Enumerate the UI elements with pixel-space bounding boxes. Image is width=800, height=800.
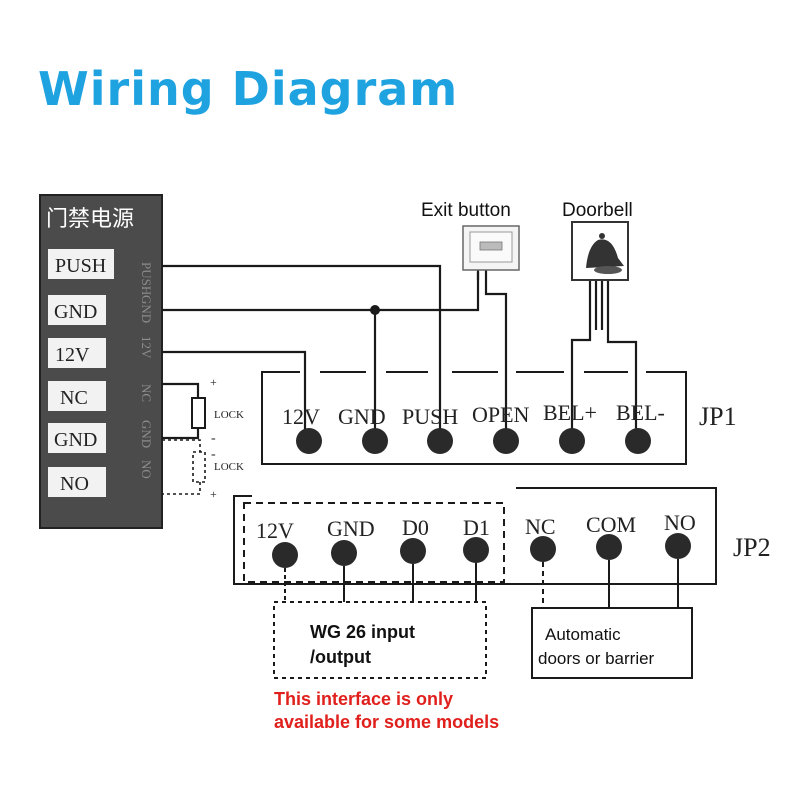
jp2-screw-gnd [331,540,357,566]
lock-minus-bottom: - [211,447,216,462]
wire-exit-open [484,268,508,436]
lock-minus-top: - [211,431,216,446]
ps-terminal-12v: 12V [55,344,90,366]
jp2-terminal-com: COM [586,512,636,537]
jp1-screw-open [493,428,519,454]
relay-leads [542,559,679,608]
exit-button-device: Exit button [421,200,520,271]
lock-plus-top: + [210,375,217,389]
ps-side-label-gnd-2: GND [139,420,154,448]
jp2-screw-12v [272,542,298,568]
power-supply-header: 门禁电源 [46,207,134,232]
jp2-terminal-d1: D1 [463,515,490,540]
wire-junction [370,305,380,315]
page-title: Wiring Diagram [38,62,459,116]
note-line1: This interface is only [274,689,453,709]
doorbell-device: Doorbell [562,200,633,281]
exit-button-label: Exit button [421,200,511,221]
ps-side-label-12v: 12V [139,336,154,359]
jp1-screw-bel-plus [559,428,585,454]
ps-side-label-nc: NC [139,384,154,402]
jp2-terminal-no: NO [664,510,696,535]
ps-side-label-gnd: GND [139,295,154,323]
jp1-terminal-open: OPEN [472,402,530,427]
ps-terminal-gnd-2: GND [54,429,97,451]
jp2-screw-d1 [463,537,489,563]
lock-2-icon [192,451,206,483]
jp2-screw-com [596,534,622,560]
ps-side-label-no: NO [139,460,154,479]
jp1-label: JP1 [699,402,737,431]
ps-terminal-nc: NC [60,387,88,409]
ps-terminal-gnd: GND [54,301,97,323]
ps-terminal-push: PUSH [55,255,106,277]
jp1-terminal-bel-minus: BEL- [616,400,665,425]
jp2-terminal-12v: 12V [256,518,294,543]
lock-label-1: LOCK [214,409,244,421]
jp2-screw-no [665,533,691,559]
wiegand-leads [284,563,477,602]
wire-push [162,264,442,436]
jp2-screw-nc [530,536,556,562]
jp2-terminal-d0: D0 [402,515,429,540]
power-supply-panel: 门禁电源 PUSH GND 12V NC GND NO PUSH GND 12V… [39,194,163,529]
lock-plus-bottom: + [210,487,217,501]
wire-exit-button-b [375,272,480,312]
note-line2: available for some models [274,712,499,732]
jp2-screw-d0 [400,538,426,564]
auto-doors-box [531,607,693,679]
jp1-block: 12V GND PUSH OPEN BEL+ BEL- JP1 [261,371,737,465]
wire-lock-top [162,382,200,398]
auto-doors-line1: Automatic [545,625,621,644]
jp1-screw-12v [296,428,322,454]
lock-1-icon [191,397,206,429]
jp2-block: 12V GND D0 D1 NC COM NO JP2 [233,487,771,585]
jp1-screw-gnd [362,428,388,454]
wiegand-box-line1: WG 26 input [310,622,415,642]
jp1-screw-bel-minus [625,428,651,454]
ps-terminal-no: NO [60,473,89,495]
ps-side-label-push: PUSH [139,262,154,295]
wiegand-box [273,601,487,679]
wiegand-box-line2: /output [310,647,371,667]
doorbell-label: Doorbell [562,200,633,221]
wire-bell-plus [570,280,592,436]
lock-label-2: LOCK [214,461,244,473]
jp1-terminal-gnd: GND [338,404,386,429]
jp1-screw-push [427,428,453,454]
jp1-terminal-push: PUSH [402,404,458,429]
jp2-label: JP2 [733,533,771,562]
jp2-wiegand-dashed-region [243,502,505,583]
auto-doors-line2: doors or barrier [538,649,655,668]
wire-bell-minus [606,280,638,436]
jp1-terminal-bel-plus: BEL+ [543,400,597,425]
bell-icon [586,233,624,274]
jp1-terminal-12v: 12V [282,404,320,429]
jp2-terminal-gnd: GND [327,516,375,541]
exit-button-icon [479,241,503,251]
wire-12v [162,350,307,436]
wire-lock-bottom [162,428,200,440]
lock-no-wiring [162,439,206,495]
jp2-terminal-nc: NC [525,514,556,539]
